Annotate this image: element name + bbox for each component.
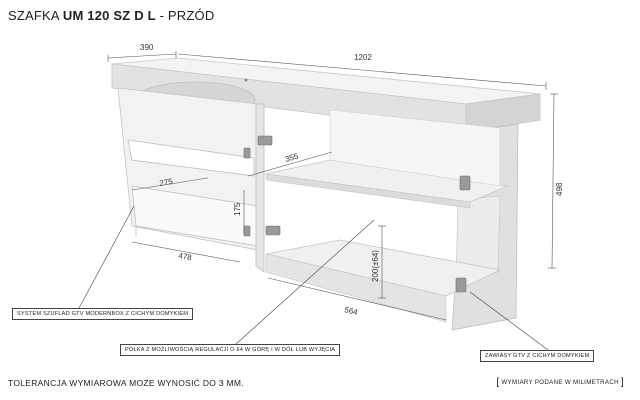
lower-shelf-front bbox=[265, 253, 447, 323]
dim-total-height: 498 bbox=[555, 182, 564, 196]
dimension-lines bbox=[107, 51, 558, 321]
dim-lower-shelf-width: 564 bbox=[344, 305, 360, 317]
leader-lines bbox=[77, 205, 549, 351]
dim-right-shelf-depth: 355 bbox=[284, 151, 300, 163]
tolerance-note: TOLERANCJA WYMIAROWA MOŻE WYNOSIĆ DO 3 M… bbox=[8, 378, 244, 388]
countertop-side bbox=[465, 93, 541, 133]
dim-basin-width: 390 bbox=[140, 43, 154, 52]
title-suffix: - PRZÓD bbox=[159, 8, 215, 23]
dim-total-width: 1202 bbox=[354, 53, 372, 62]
callout-drawer-system: SYSTEM SZUFLAD GTV MODERNBOX Z CICHYM DO… bbox=[12, 308, 194, 320]
upper-shelf-front bbox=[265, 173, 471, 209]
drawing-title: SZAFKA UM 120 SZ D L - PRZÓD bbox=[8, 8, 214, 23]
title-prefix: SZAFKA bbox=[8, 8, 60, 23]
callout-hinges: ZAWIASY GTV Z CICHYM DOMYKIEM bbox=[480, 350, 595, 362]
callout-shelf-adjust: PÓŁKA Z MOŻLIWOŚCIĄ REGULACJI O 64 W GÓR… bbox=[120, 344, 341, 356]
dim-shelf-adjust-height: 200(±64) bbox=[371, 250, 380, 282]
tap-hole bbox=[244, 78, 248, 82]
title-model: UM 120 SZ D L bbox=[62, 8, 156, 23]
hinge-icon bbox=[243, 135, 471, 293]
drawer-upper bbox=[127, 139, 255, 177]
dim-drawer-depth: 275 bbox=[159, 177, 174, 188]
dim-drawer-width: 478 bbox=[178, 251, 193, 262]
dim-drawer-height: 175 bbox=[233, 202, 242, 216]
middle-partition bbox=[255, 103, 265, 273]
units-note-text: WYMIARY PODANE W MILIMETRACH bbox=[501, 379, 619, 386]
units-note: [WYMIARY PODANE W MILIMETRACH] bbox=[496, 377, 624, 388]
cabinet-right-inner bbox=[455, 195, 501, 283]
right-back-panel bbox=[329, 109, 501, 187]
